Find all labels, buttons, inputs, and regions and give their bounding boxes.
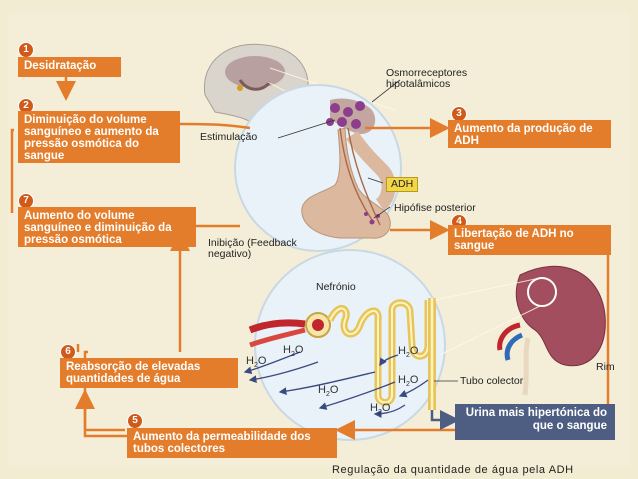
step-4-box: Libertação de ADH no sangue [448,225,611,255]
water-label: H2O [246,355,266,369]
step-6-box: Reabsorção de elevadas quantidades de ág… [60,358,238,388]
step-7-box: Aumento do volume sanguíneo e diminuição… [18,207,196,247]
kidney-label: Rim [596,362,615,373]
water-label: H2O [370,402,390,416]
osmoreceptors-label: Osmorreceptores hipotalâmicos [386,68,496,90]
urine-box: Urina mais hipertónica do que o sangue [455,404,615,440]
nephron-label: Nefrónio [316,282,356,293]
water-label: H2O [318,384,338,398]
step-1-box: Desidratação [18,57,121,77]
inhibition-label: Inibição (Feedback negativo) [208,238,328,260]
pituitary-label: Hipófise posterior [394,203,476,214]
step-3-box: Aumento da produção de ADH [448,120,611,148]
step-1-number: 1 [18,42,34,58]
step-5-box: Aumento da permeabilidade dos tubos cole… [127,428,337,458]
figure-caption: Regulação da quantidade de água pela ADH [332,464,574,476]
step-5-number: 5 [127,413,143,429]
adh-label: ADH [386,177,418,192]
water-label: H2O [398,345,418,359]
water-label: H2O [283,344,303,358]
stimulation-label: Estimulação [200,132,257,143]
hypothalamus-circle [235,85,401,251]
step-2-box: Diminuição do volume sanguíneo e aumento… [18,111,180,163]
collecting-tube-label: Tubo colector [460,376,523,387]
water-label: H2O [398,374,418,388]
